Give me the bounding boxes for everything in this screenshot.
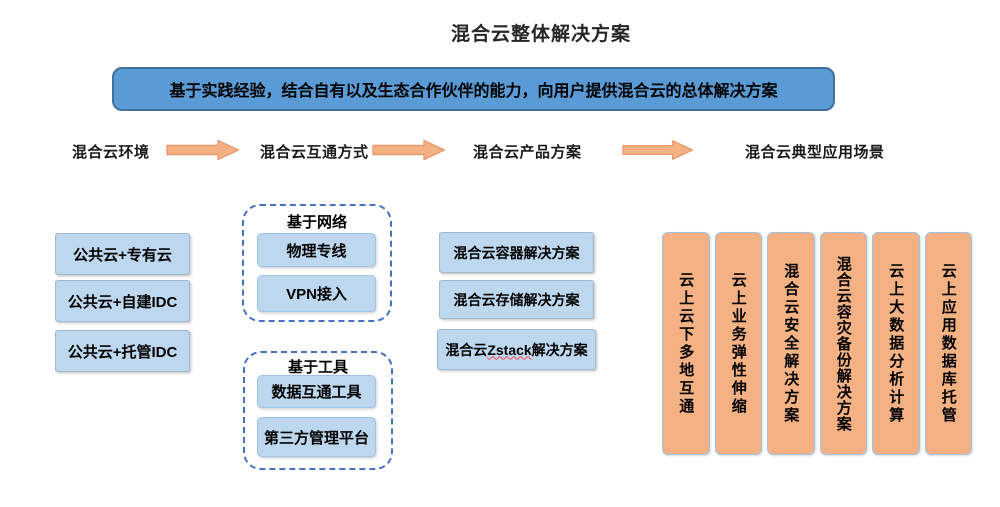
scenario-bar: 云上应用数据库托管 bbox=[924, 232, 972, 455]
right-arrow-icon bbox=[372, 139, 446, 161]
diagram-title: 混合云整体解决方案 bbox=[450, 24, 631, 45]
interconnect-box: VPN接入 bbox=[257, 275, 376, 312]
product-box: 混合云容器解决方案 bbox=[439, 232, 594, 273]
scenario-label: 混合云安全解决方案 bbox=[782, 262, 800, 425]
product-label-part: 解决方案 bbox=[531, 341, 588, 358]
flow-step-interconnect: 混合云互通方式 bbox=[260, 144, 369, 161]
flow-step-environments: 混合云环境 bbox=[72, 144, 150, 161]
summary-banner: 基于实践经验，结合自有以及生态合作伙伴的能力，向用户提供混合云的总体解决方案 bbox=[112, 67, 835, 111]
scenario-label: 云上云下多地互通 bbox=[677, 271, 695, 416]
interconnect-group-network: 基于网络 物理专线 VPN接入 bbox=[242, 204, 392, 322]
group-title: 基于网络 bbox=[286, 214, 347, 231]
env-box: 公共云+托管IDC bbox=[55, 330, 190, 372]
scenario-bars: 云上云下多地互通 云上业务弹性伸缩 混合云安全解决方案 混合云容灾备份解决方案 … bbox=[662, 232, 972, 455]
interconnect-box: 物理专线 bbox=[257, 233, 376, 267]
scenario-bar: 云上云下多地互通 bbox=[662, 232, 710, 455]
scenario-bar: 混合云容灾备份解决方案 bbox=[819, 232, 867, 455]
scenario-label: 云上大数据分析计算 bbox=[887, 262, 905, 425]
scenario-bar: 混合云安全解决方案 bbox=[767, 232, 815, 455]
scenario-label: 混合云容灾备份解决方案 bbox=[834, 255, 852, 432]
env-box: 公共云+专有云 bbox=[55, 233, 190, 275]
scenario-bar: 云上大数据分析计算 bbox=[872, 232, 920, 455]
scenario-label: 云上业务弹性伸缩 bbox=[729, 271, 747, 416]
flow-step-scenarios: 混合云典型应用场景 bbox=[745, 144, 885, 161]
group-title: 基于工具 bbox=[287, 359, 348, 376]
product-label-part-misspelled: Zstack bbox=[487, 341, 532, 358]
right-arrow-icon bbox=[166, 139, 240, 161]
product-label-part: 混合云 bbox=[445, 341, 488, 358]
interconnect-group-tools: 基于工具 数据互通工具 第三方管理平台 bbox=[243, 351, 393, 470]
env-box: 公共云+自建IDC bbox=[55, 280, 190, 322]
interconnect-box: 数据互通工具 bbox=[257, 375, 376, 408]
scenario-label: 云上应用数据库托管 bbox=[939, 262, 957, 425]
right-arrow-icon bbox=[622, 140, 694, 160]
scenario-bar: 云上业务弹性伸缩 bbox=[714, 232, 762, 455]
product-box: 混合云存储解决方案 bbox=[439, 280, 594, 319]
interconnect-box: 第三方管理平台 bbox=[257, 417, 376, 457]
flow-step-products: 混合云产品方案 bbox=[473, 144, 582, 161]
